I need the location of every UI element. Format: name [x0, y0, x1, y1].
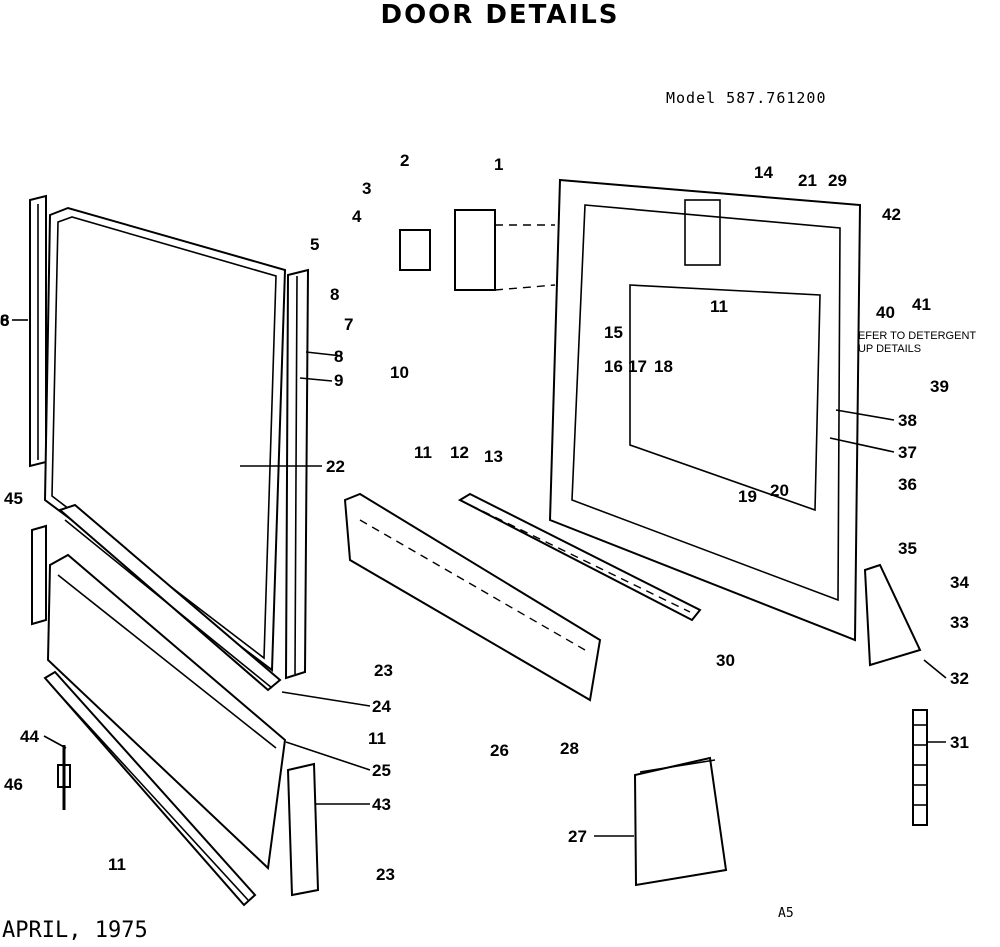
footer-date: APRIL, 1975: [2, 918, 148, 943]
callout-23b: 23: [376, 865, 395, 884]
callout-34: 34: [950, 573, 969, 592]
kick-plate: [43, 670, 257, 907]
side-trim-left: [29, 194, 47, 468]
callout-17: 17: [628, 357, 647, 376]
callout-12: 12: [450, 443, 469, 462]
callout-28: 28: [560, 739, 579, 758]
callout-45: 45: [4, 489, 23, 508]
callout-25: 25: [372, 761, 391, 780]
callout-36: 36: [898, 475, 917, 494]
page-code: A5: [778, 906, 794, 921]
callout-11a: 11: [414, 443, 432, 462]
page-title: DOOR DETAILS: [380, 0, 620, 30]
callout-16: 16: [604, 357, 623, 376]
callout-23a: 23: [374, 661, 393, 680]
model-number: Model 587.761200: [666, 89, 827, 107]
side-trim-right: [284, 268, 310, 680]
latch-assembly: [399, 209, 556, 291]
callout-labels: 1 2 3 4 5 6 7 8 8 8 9 10 11 11 11 11 12 …: [0, 151, 969, 884]
callout-40: 40: [876, 303, 895, 322]
callout-43: 43: [372, 795, 391, 814]
callout-1: 1: [494, 155, 503, 174]
bracket-right: [286, 762, 320, 897]
callout-6: 6: [0, 311, 9, 330]
callout-41: 41: [912, 295, 931, 314]
callout-9: 9: [334, 371, 343, 390]
callout-38: 38: [898, 411, 917, 430]
note-line-2: CUP DETAILS: [850, 343, 922, 355]
callout-46: 46: [4, 775, 23, 794]
callout-4: 4: [352, 207, 362, 226]
callout-5: 5: [310, 235, 319, 254]
bracket-left: [31, 524, 47, 626]
callout-37: 37: [898, 443, 917, 462]
leader-lines: [12, 319, 947, 837]
callout-26: 26: [490, 741, 509, 760]
callout-42: 42: [882, 205, 901, 224]
door-liner: [548, 178, 862, 642]
callout-30: 30: [716, 651, 735, 670]
callout-14: 14: [754, 163, 773, 182]
callout-44: 44: [20, 727, 39, 746]
callout-7: 7: [344, 315, 353, 334]
callout-8c: 8: [0, 311, 9, 330]
callout-20: 20: [770, 481, 789, 500]
callout-33: 33: [950, 613, 969, 632]
detergent-cup-note: REFER TO DETERGENT CUP DETAILS: [850, 330, 976, 356]
door-spring: [912, 709, 928, 826]
hinge: [863, 563, 922, 667]
drain-channel: [457, 492, 702, 622]
lower-trim-channel: [58, 503, 282, 692]
callout-21: 21: [798, 171, 817, 190]
callout-8a: 8: [330, 285, 339, 304]
callout-39: 39: [930, 377, 949, 396]
callout-18: 18: [654, 357, 673, 376]
inner-door-panel: [43, 206, 287, 672]
trim-piece: [343, 492, 602, 702]
callout-15: 15: [604, 323, 623, 342]
note-line-1: REFER TO DETERGENT: [850, 330, 977, 342]
callout-35: 35: [898, 539, 917, 558]
callout-13: 13: [484, 447, 503, 466]
callout-3: 3: [362, 179, 371, 198]
owners-manual: [633, 756, 728, 887]
callout-19: 19: [738, 487, 757, 506]
callout-8b: 8: [334, 347, 343, 366]
callout-31: 31: [950, 733, 969, 752]
callout-11c: 11: [368, 729, 386, 748]
leveling-foot: [57, 745, 71, 810]
callout-2: 2: [400, 151, 409, 170]
callout-27: 27: [568, 827, 587, 846]
access-panel: [46, 553, 287, 871]
callout-22: 22: [326, 457, 345, 476]
callout-29: 29: [828, 171, 847, 190]
callout-11d: 11: [108, 855, 126, 874]
callout-10: 10: [390, 363, 409, 382]
callout-32: 32: [950, 669, 969, 688]
callout-11b: 11: [710, 297, 728, 316]
callout-24: 24: [372, 697, 391, 716]
